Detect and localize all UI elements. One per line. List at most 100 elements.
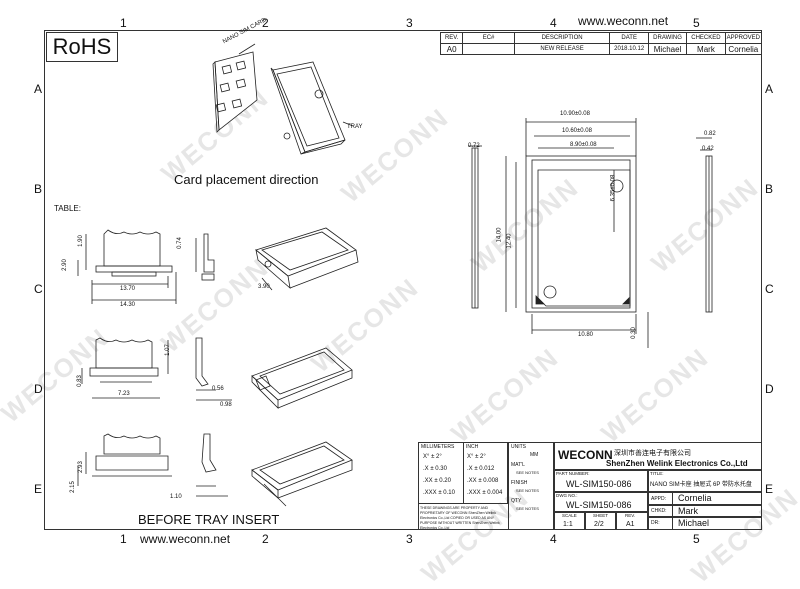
qty-value: SEE NOTES — [516, 506, 539, 511]
dimension: 13.70 — [120, 286, 136, 292]
title-box — [648, 470, 762, 492]
column-number: 5 — [693, 16, 700, 30]
dimension: 12.40 — [506, 233, 513, 249]
inch-tol: .XXX ± 0.004 — [467, 490, 503, 496]
website-bottom: www.weconn.net — [140, 532, 231, 546]
units-label: UNITS — [511, 444, 526, 450]
rev-cell: Michael — [647, 43, 688, 55]
dimension: 2.93 — [77, 461, 84, 473]
rev-box — [616, 512, 648, 530]
dimension: 2.15 — [69, 481, 76, 493]
rev-header: DRAWING — [647, 32, 688, 44]
view-tray-front — [77, 227, 359, 304]
dwg-no-label: DWG NO.: — [556, 493, 578, 498]
rev-cell: A0 — [439, 43, 464, 55]
part-number: WL-SIM150-086 — [566, 479, 632, 489]
finish-label: FINISH — [511, 480, 528, 486]
company-cn: 深圳市善连电子有限公司 — [614, 450, 691, 457]
part-number-box — [554, 470, 648, 492]
millimeters-label: MILLIMETERS — [421, 444, 455, 450]
rev-header: CHECKED — [686, 32, 726, 44]
finish-value: SEE NOTES — [516, 488, 539, 493]
appd-box — [648, 492, 762, 505]
rev-header: DATE — [609, 32, 649, 44]
dimension: 0.30 — [630, 327, 637, 339]
row-letter: C — [34, 282, 43, 296]
mm-tol: .XXX ± 0.10 — [423, 490, 455, 496]
divider — [463, 442, 464, 504]
company-box — [554, 442, 762, 470]
dimension: 0.74 — [176, 237, 183, 249]
mm-tol: .XX ± 0.20 — [423, 478, 451, 484]
dimension: 7.23 — [118, 391, 130, 397]
row-letter: B — [765, 182, 774, 196]
column-number: 5 — [693, 532, 700, 546]
notice-text: THESE DRAWINGS ARE PROPERTY AND PROPRIET… — [420, 506, 500, 530]
dwg-no-box — [554, 492, 648, 512]
column-number: 1 — [120, 16, 127, 30]
dimension: 10.90±0.08 — [560, 111, 590, 117]
rev-cell: Mark — [686, 43, 726, 55]
rev-cell: NEW RELEASE — [513, 43, 611, 55]
dimension: 0.56 — [212, 386, 224, 392]
scale-box — [554, 512, 585, 530]
approval-divider — [672, 492, 673, 530]
card-placement-caption: Card placement direction — [174, 172, 319, 187]
rev-header: EC# — [462, 32, 515, 44]
dimension: 1.90 — [77, 235, 84, 247]
dimension: 6.35±0.08 — [610, 174, 617, 202]
dimension: 0.72 — [468, 143, 480, 149]
inch-tol: .X ± 0.012 — [467, 466, 495, 472]
appd-value: Cornelia — [678, 493, 712, 503]
website-top: www.weconn.net — [578, 14, 669, 28]
rev-label: REV. — [625, 513, 636, 518]
dimension: 10.60±0.08 — [562, 128, 592, 134]
dimension: 8.90±0.08 — [570, 142, 597, 148]
column-number: 2 — [262, 532, 269, 546]
drawing-frame — [44, 30, 762, 530]
units-value: MM — [530, 452, 539, 458]
column-number: 1 — [120, 532, 127, 546]
table-label: TABLE: — [54, 204, 81, 213]
dimension: 3.90 — [258, 284, 270, 290]
rev-header: REV. — [439, 32, 464, 44]
scale-label: SCALE — [562, 513, 577, 518]
rev-cell — [462, 43, 515, 55]
column-number: 4 — [550, 532, 557, 546]
rev-cell: Cornelia — [724, 43, 763, 55]
rohs-mark: RoHS — [46, 32, 118, 62]
title-text: NANO SIM卡座 抽屉式 6P 带防水托盘 — [650, 482, 752, 488]
dimension: 14.30 — [120, 302, 136, 308]
sheet-label: SHEET — [593, 513, 609, 518]
company-logo: WECONN — [558, 448, 613, 462]
tray-main-drawing — [468, 118, 713, 348]
column-number: 2 — [262, 16, 269, 30]
qty-label: QTY — [511, 498, 522, 504]
row-letter: C — [765, 282, 774, 296]
column-number: 3 — [406, 532, 413, 546]
row-letter: E — [34, 482, 43, 496]
rev-cell: 2018.10.12 — [609, 43, 649, 55]
dwg-no: WL-SIM150-086 — [566, 500, 632, 510]
chkd-label: CHKD: — [651, 508, 667, 514]
part-number-label: PART NUMBER: — [556, 471, 590, 476]
dimension: 10.80 — [578, 332, 594, 338]
matl-value: SEE NOTES — [516, 470, 539, 475]
inch-tol: .XX ± 0.008 — [467, 478, 499, 484]
dimension: 0.82 — [704, 131, 716, 137]
column-number: 4 — [550, 16, 557, 30]
appd-label: APPD: — [651, 496, 667, 502]
sim-tray-isometric — [212, 43, 354, 155]
view-tray-inserted — [81, 337, 353, 409]
dimension: 0.42 — [702, 146, 714, 152]
title-label: TITLE: — [650, 471, 664, 476]
dimension: 0.98 — [220, 402, 232, 408]
inch-tol: X° ± 2° — [467, 454, 486, 460]
sheet-box — [585, 512, 616, 530]
dimension: 1.10 — [170, 494, 182, 500]
dimension: 14.00 — [496, 227, 503, 243]
column-number: 3 — [406, 16, 413, 30]
matl-label: MAT'L — [511, 462, 525, 468]
revision-table: REV. EC# DESCRIPTION DATE DRAWING CHECKE… — [439, 32, 763, 55]
rev-header: DESCRIPTION — [513, 32, 611, 44]
